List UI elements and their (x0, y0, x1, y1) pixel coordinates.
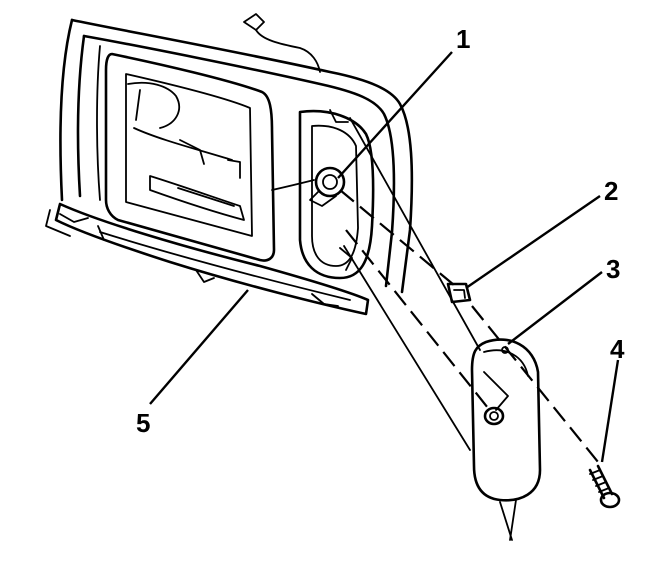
bulb-socket (271, 166, 346, 207)
callout-2: 2 (604, 176, 618, 206)
callout-3: 3 (606, 254, 620, 284)
leader-2 (465, 195, 601, 289)
marker-lamp-lens (470, 338, 542, 502)
callout-labels: 1 2 3 4 5 (136, 24, 625, 438)
callout-4: 4 (610, 334, 625, 364)
leader-lines (149, 51, 620, 463)
leader-3 (507, 271, 603, 345)
callout-5: 5 (136, 408, 150, 438)
front-fascia-assembly (45, 13, 414, 316)
leader-4 (600, 359, 620, 463)
callout-1: 1 (456, 24, 470, 54)
screw (588, 464, 621, 509)
leader-1 (337, 51, 453, 179)
leader-5 (149, 289, 249, 405)
assembly-lines (339, 117, 599, 541)
